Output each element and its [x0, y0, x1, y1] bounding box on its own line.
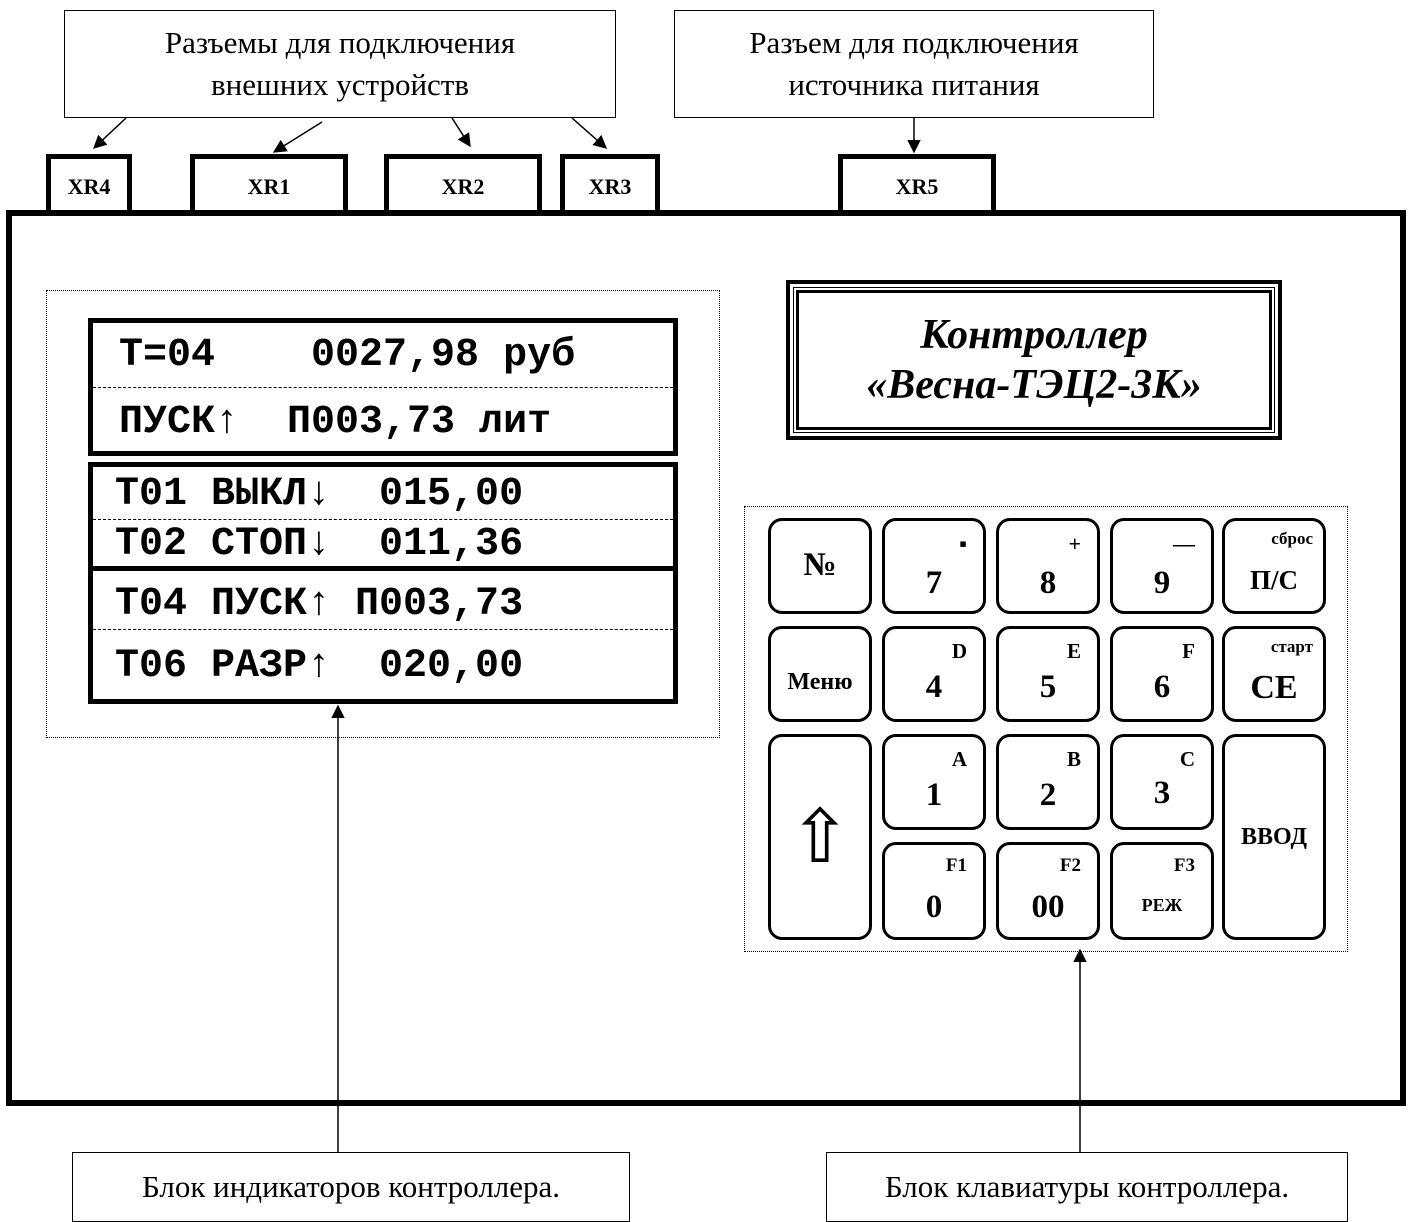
key-0[interactable]: F1 0 — [882, 842, 986, 940]
key-start-stop[interactable]: сброс П/С — [1222, 518, 1326, 614]
key-label: 00 — [1031, 889, 1065, 925]
keyboard-panel — [744, 506, 1348, 952]
key-label: 9 — [1153, 565, 1171, 601]
callout-line: источника питания — [788, 67, 1040, 102]
display-divider — [93, 387, 673, 388]
display-row-t02: T02 СТОП↓ 011,36 — [115, 521, 524, 567]
indicator-block-callout: Блок индикаторов контроллера. — [72, 1152, 630, 1222]
display-row-volume: ПУСК↑ П003,73 лит — [119, 399, 552, 445]
main-display: T=04 0027,98 руб ПУСК↑ П003,73 лит — [88, 318, 678, 456]
connector-xr4: XR4 — [46, 154, 132, 214]
controller-title-plate: Контроллер «Весна-ТЭЦ2-3К» — [786, 280, 1282, 440]
callout-line: Разъемы для подключения — [164, 25, 516, 60]
key-alt-label: — — [1173, 531, 1195, 556]
key-alt-label: F — [1182, 639, 1195, 663]
key-label: РЕЖ — [1141, 895, 1183, 915]
key-9[interactable]: — 9 — [1110, 518, 1214, 614]
key-label: № — [803, 547, 837, 583]
key-label: 2 — [1039, 777, 1057, 813]
key-alt-label: F1 — [945, 855, 967, 876]
key-mode[interactable]: F3 РЕЖ — [1110, 842, 1214, 940]
title-line-1: Контроллер — [920, 312, 1148, 358]
key-alt-label: B — [1066, 747, 1081, 771]
display-divider — [93, 519, 673, 520]
key-alt-label: E — [1066, 639, 1081, 663]
key-5[interactable]: E 5 — [996, 626, 1100, 722]
callout-line: Разъем для подключения — [749, 25, 1079, 60]
key-label: П/С — [1249, 565, 1298, 595]
key-alt-label: старт — [1270, 637, 1313, 656]
key-label: 6 — [1153, 669, 1171, 705]
key-label: 7 — [925, 565, 943, 601]
indicator-panel — [46, 290, 720, 738]
key-menu[interactable]: Меню — [768, 626, 872, 722]
key-label: 8 — [1039, 565, 1057, 601]
key-label: 3 — [1153, 775, 1171, 811]
display-row-t06: T06 РАЗР↑ 020,00 — [115, 643, 524, 689]
key-clear-entry[interactable]: старт CE — [1222, 626, 1326, 722]
terminal-status-display: T01 ВЫКЛ↓ 015,00 T02 СТОП↓ 011,36 T04 ПУ… — [88, 462, 678, 704]
key-6[interactable]: F 6 — [1110, 626, 1214, 722]
callout-line: внешних устройств — [210, 67, 469, 102]
power-connector-callout: Разъем для подключения источника питания — [674, 10, 1154, 118]
key-4[interactable]: D 4 — [882, 626, 986, 722]
connector-xr3: XR3 — [560, 154, 660, 214]
key-shift[interactable]: ⇧ — [768, 734, 872, 940]
key-1[interactable]: A 1 — [882, 734, 986, 830]
display-separator — [93, 566, 673, 571]
key-label: ВВОД — [1241, 823, 1307, 850]
key-label: Меню — [787, 669, 853, 695]
key-alt-label: C — [1179, 747, 1195, 771]
key-alt-label: сброс — [1271, 529, 1313, 548]
key-alt-label: F2 — [1059, 855, 1081, 876]
key-label: 1 — [925, 777, 943, 813]
connector-xr2: XR2 — [384, 154, 542, 214]
key-2[interactable]: B 2 — [996, 734, 1100, 830]
display-row-t01: T01 ВЫКЛ↓ 015,00 — [115, 471, 524, 517]
controller-body — [6, 210, 1406, 1106]
display-row-t04: T04 ПУСК↑ П003,73 — [115, 581, 524, 627]
key-7[interactable]: ▪ 7 — [882, 518, 986, 614]
key-label: CE — [1250, 669, 1298, 706]
shift-arrow-icon: ⇧ — [788, 796, 851, 879]
key-alt-label: + — [1068, 531, 1081, 556]
key-alt-label: F3 — [1173, 855, 1195, 876]
key-label: 5 — [1039, 669, 1057, 705]
key-alt-label: ▪ — [959, 531, 967, 556]
display-divider — [93, 629, 673, 630]
keyboard-block-callout: Блок клавиатуры контроллера. — [826, 1152, 1348, 1222]
key-number[interactable]: № — [768, 518, 872, 614]
title-line-2: «Весна-ТЭЦ2-3К» — [866, 362, 1202, 408]
connector-xr1: XR1 — [190, 154, 348, 214]
connector-xr5: XR5 — [838, 154, 996, 214]
key-alt-label: A — [951, 747, 967, 771]
key-00[interactable]: F2 00 — [996, 842, 1100, 940]
external-connectors-callout: Разъемы для подключения внешних устройст… — [64, 10, 616, 118]
key-enter[interactable]: ВВОД — [1222, 734, 1326, 940]
key-label: 0 — [925, 889, 943, 925]
display-row-price: T=04 0027,98 руб — [119, 332, 576, 378]
key-alt-label: D — [951, 639, 967, 663]
key-3[interactable]: C 3 — [1110, 734, 1214, 830]
key-8[interactable]: + 8 — [996, 518, 1100, 614]
key-label: 4 — [925, 669, 943, 705]
